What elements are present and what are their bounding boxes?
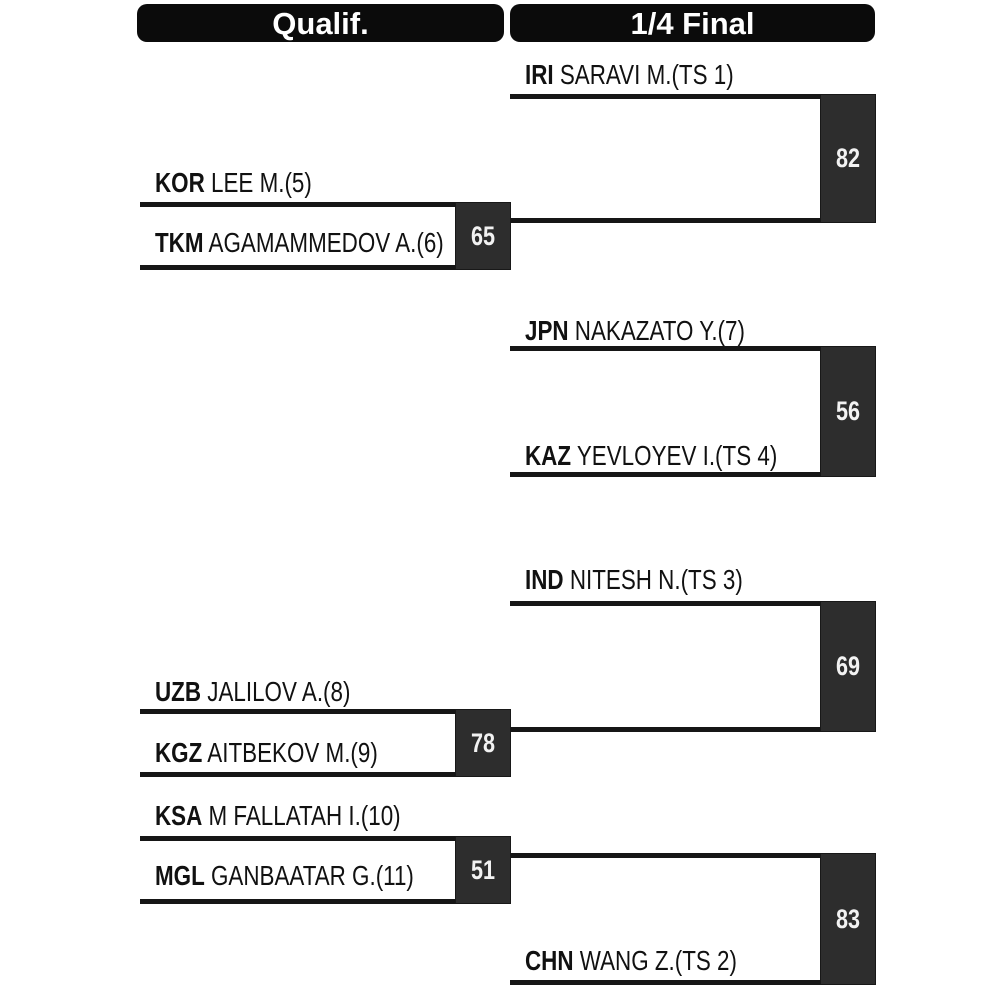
match-number: 56 [835,396,861,426]
country-code: KSA [155,800,203,831]
athlete-name: YEVLOYEV I.(TS 4) [576,440,778,471]
athlete-name: M FALLATAH I.(10) [208,800,401,831]
country-code: CHN [525,945,574,976]
round-header-quarterfinal: 1/4 Final [510,4,875,42]
bracket-line [140,709,511,714]
bracket-line [510,853,876,858]
bracket-line [140,772,511,777]
athlete-label: JPN NAKAZATO Y.(7) [525,317,745,345]
athlete-name: AITBEKOV M.(9) [207,737,378,768]
athlete-name: NAKAZATO Y.(7) [574,315,745,346]
round-header-qualif: Qualif. [137,4,504,42]
athlete-name: LEE M.(5) [211,167,312,198]
match-number-box: 78 [455,709,511,777]
bracket-line [510,346,876,351]
match-number-box: 83 [820,853,876,985]
match-number: 83 [835,903,861,934]
match-number: 65 [470,220,496,251]
bracket-line [510,472,876,477]
country-code: KOR [155,167,205,198]
athlete-name: SARAVI M.(TS 1) [559,59,734,90]
athlete-label: KOR LEE M.(5) [155,169,312,197]
country-code: IND [525,564,564,595]
athlete-label: TKM AGAMAMMEDOV A.(6) [155,229,444,257]
bracket-line [140,265,511,270]
bracket-line [510,218,876,223]
athlete-label: UZB JALILOV A.(8) [155,678,350,706]
country-code: IRI [525,59,554,90]
athlete-label: MGL GANBAATAR G.(11) [155,862,414,890]
match-number: 69 [835,651,861,681]
athlete-label: KGZ AITBEKOV M.(9) [155,739,378,767]
athlete-name: NITESH N.(TS 3) [569,564,743,595]
country-code: TKM [155,227,204,258]
bracket-line [140,899,511,904]
athlete-name: WANG Z.(TS 2) [579,945,737,976]
country-code: KGZ [155,737,203,768]
country-code: JPN [525,315,569,346]
match-number-box: 65 [455,202,511,270]
athlete-label: CHN WANG Z.(TS 2) [525,947,737,975]
match-number-box: 51 [455,836,511,904]
match-number: 51 [470,854,496,885]
country-code: MGL [155,860,205,891]
athlete-name: AGAMAMMEDOV A.(6) [208,227,444,258]
athlete-label: IND NITESH N.(TS 3) [525,566,743,594]
bracket-line [140,202,511,207]
bracket-line [510,980,876,985]
match-number-box: 82 [820,94,876,223]
match-number-box: 56 [820,346,876,477]
match-number: 78 [470,727,496,758]
bracket-line [510,601,876,606]
country-code: KAZ [525,440,572,471]
athlete-label: KAZ YEVLOYEV I.(TS 4) [525,442,777,470]
country-code: UZB [155,676,202,707]
athlete-name: JALILOV A.(8) [207,676,351,707]
athlete-label: KSA M FALLATAH I.(10) [155,802,401,830]
match-number-box: 69 [820,601,876,732]
bracket-line [140,836,511,841]
bracket-line [510,94,876,99]
athlete-label: IRI SARAVI M.(TS 1) [525,61,734,89]
athlete-name: GANBAATAR G.(11) [211,860,414,891]
bracket-line [510,727,876,732]
match-number: 82 [835,143,861,173]
